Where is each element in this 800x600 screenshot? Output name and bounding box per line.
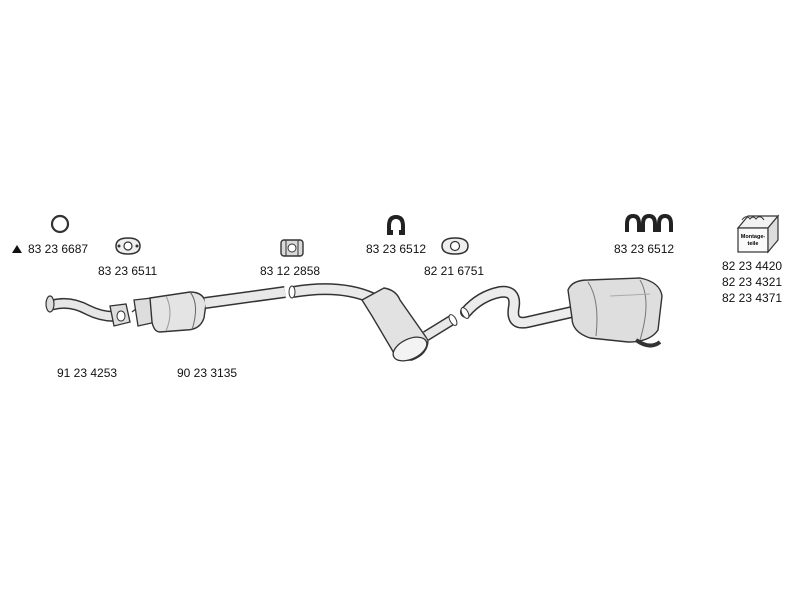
- rear-pipe: [460, 285, 588, 329]
- gasket-center-icon: [441, 237, 469, 255]
- middle-silencer: [361, 287, 458, 362]
- clamp-icon: [280, 239, 304, 257]
- rubber-hangers-triple-icon: [625, 213, 673, 232]
- kit-number-1: 82 23 4420: [722, 259, 783, 273]
- kit-number-2: 82 23 4321: [722, 275, 783, 289]
- part-number-seal-ring: 83 23 6687: [12, 242, 88, 256]
- kit-box-label-2: teile: [747, 241, 758, 247]
- part-number-catalyst: 90 23 3135: [177, 366, 238, 380]
- seal-ring-icon: [50, 214, 70, 234]
- mounting-kit-numbers: 82 23 4420 82 23 4321 82 23 4371: [722, 258, 782, 306]
- part-number-hanger: 83 23 6512: [366, 242, 427, 256]
- part-number-front-pipe: 91 23 4253: [57, 366, 118, 380]
- mounting-kit-box-icon: Montage- teile: [736, 214, 780, 254]
- part-number-gasket-center: 82 21 6751: [424, 264, 485, 278]
- front-pipe: [45, 295, 131, 327]
- catalytic-converter: [131, 291, 207, 333]
- intermediate-pipe: [204, 283, 375, 309]
- gasket-icon: [115, 237, 141, 255]
- seal-ring-number: 83 23 6687: [28, 242, 89, 256]
- kit-box-label-1: Montage-: [741, 234, 766, 240]
- part-number-hangers-triple: 83 23 6512: [614, 242, 675, 256]
- triangle-icon: [12, 245, 22, 253]
- rear-silencer: [567, 277, 663, 348]
- part-number-clamp: 83 12 2858: [260, 264, 321, 278]
- rubber-hanger-icon: [387, 214, 405, 235]
- part-number-gasket: 83 23 6511: [98, 264, 158, 278]
- kit-number-3: 82 23 4371: [722, 291, 783, 305]
